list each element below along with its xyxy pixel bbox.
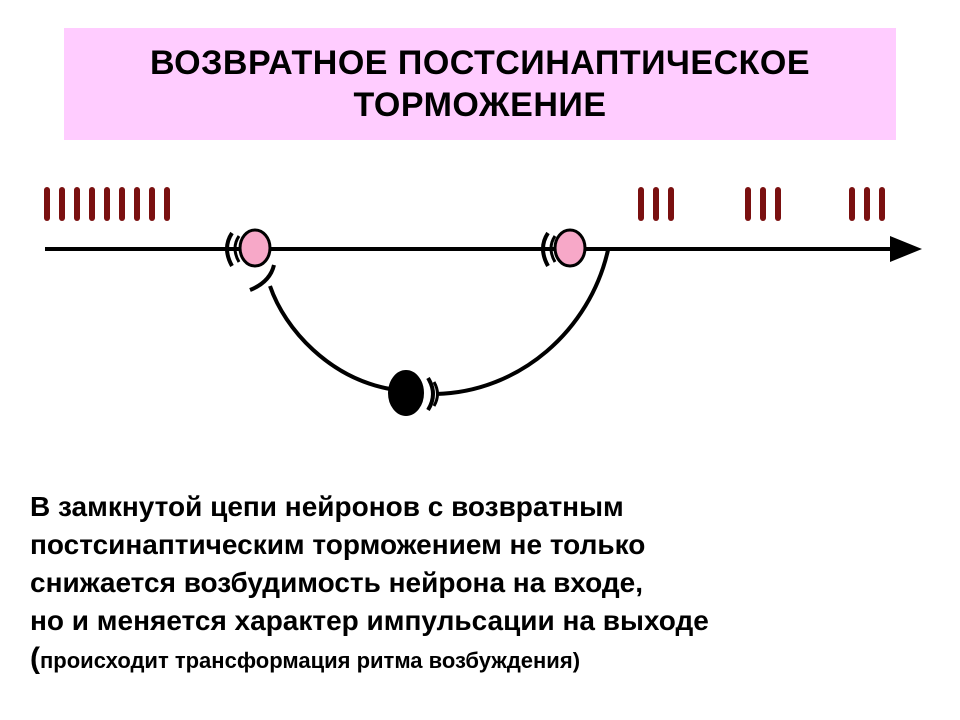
output-impulse-tick (745, 187, 751, 221)
output-neuron-synapse-inner (549, 235, 557, 263)
input-impulse-tick (44, 187, 50, 221)
input-impulse-tick (134, 187, 140, 221)
output-impulse-tick (653, 187, 659, 221)
title-line-1: ВОЗВРАТНОЕ ПОСТСИНАПТИЧЕСКОЕ (149, 44, 811, 82)
inhibitory-neuron-synapse-inner (432, 381, 439, 407)
output-impulse-tick (879, 187, 885, 221)
output-neuron-synapse (541, 231, 550, 267)
inhibitory-interneuron (388, 370, 439, 416)
description-line-5: (происходит трансформация ритма возбужде… (30, 640, 940, 680)
inhibitory-synapse (249, 264, 276, 292)
inhibitory-neuron-synapse (426, 376, 435, 412)
input-impulses (44, 187, 170, 221)
input-impulse-tick (164, 187, 170, 221)
description-text: В замкнутой цепи нейронов с возвратным п… (30, 488, 940, 680)
inhibitory-neuron-body (388, 370, 424, 416)
description-line-3: снижается возбудимость нейрона на входе, (30, 567, 644, 598)
description-open-paren: ( (30, 642, 40, 675)
output-impulses (638, 187, 885, 221)
output-impulse-tick (638, 187, 644, 221)
output-neuron (541, 228, 587, 268)
output-impulse-tick (668, 187, 674, 221)
input-impulse-tick (59, 187, 65, 221)
title-line-2: ТОРМОЖЕНИЕ (353, 86, 607, 124)
input-impulse-tick (149, 187, 155, 221)
description-close-paren: ) (572, 648, 581, 673)
input-impulse-tick (89, 187, 95, 221)
input-impulse-tick (74, 187, 80, 221)
description-line-2: постсинаптическим торможением не только (30, 529, 646, 560)
output-impulse-tick (864, 187, 870, 221)
input-neuron (225, 228, 272, 268)
inhibitory-axon (268, 285, 391, 391)
title-box: ВОЗВРАТНОЕ ПОСТСИНАПТИЧЕСКОЕ ТОРМОЖЕНИЕ (64, 28, 896, 140)
input-neuron-body (238, 228, 272, 268)
input-impulse-tick (104, 187, 110, 221)
output-neuron-body (553, 228, 587, 268)
output-impulse-tick (760, 187, 766, 221)
description-line-5-text: происходит трансформация ритма возбужден… (40, 648, 573, 673)
input-impulse-tick (119, 187, 125, 221)
output-impulse-tick (849, 187, 855, 221)
description-line-1: В замкнутой цепи нейронов с возвратным (30, 491, 624, 522)
axon-arrowhead (890, 236, 922, 262)
input-neuron-synapse-inner (233, 235, 241, 263)
description-line-4: но и меняется характер импульсации на вы… (30, 605, 709, 636)
recurrent-collateral (435, 249, 610, 396)
output-impulse-tick (775, 187, 781, 221)
neuron-circuit-diagram (44, 187, 922, 416)
input-neuron-synapse (225, 231, 234, 267)
